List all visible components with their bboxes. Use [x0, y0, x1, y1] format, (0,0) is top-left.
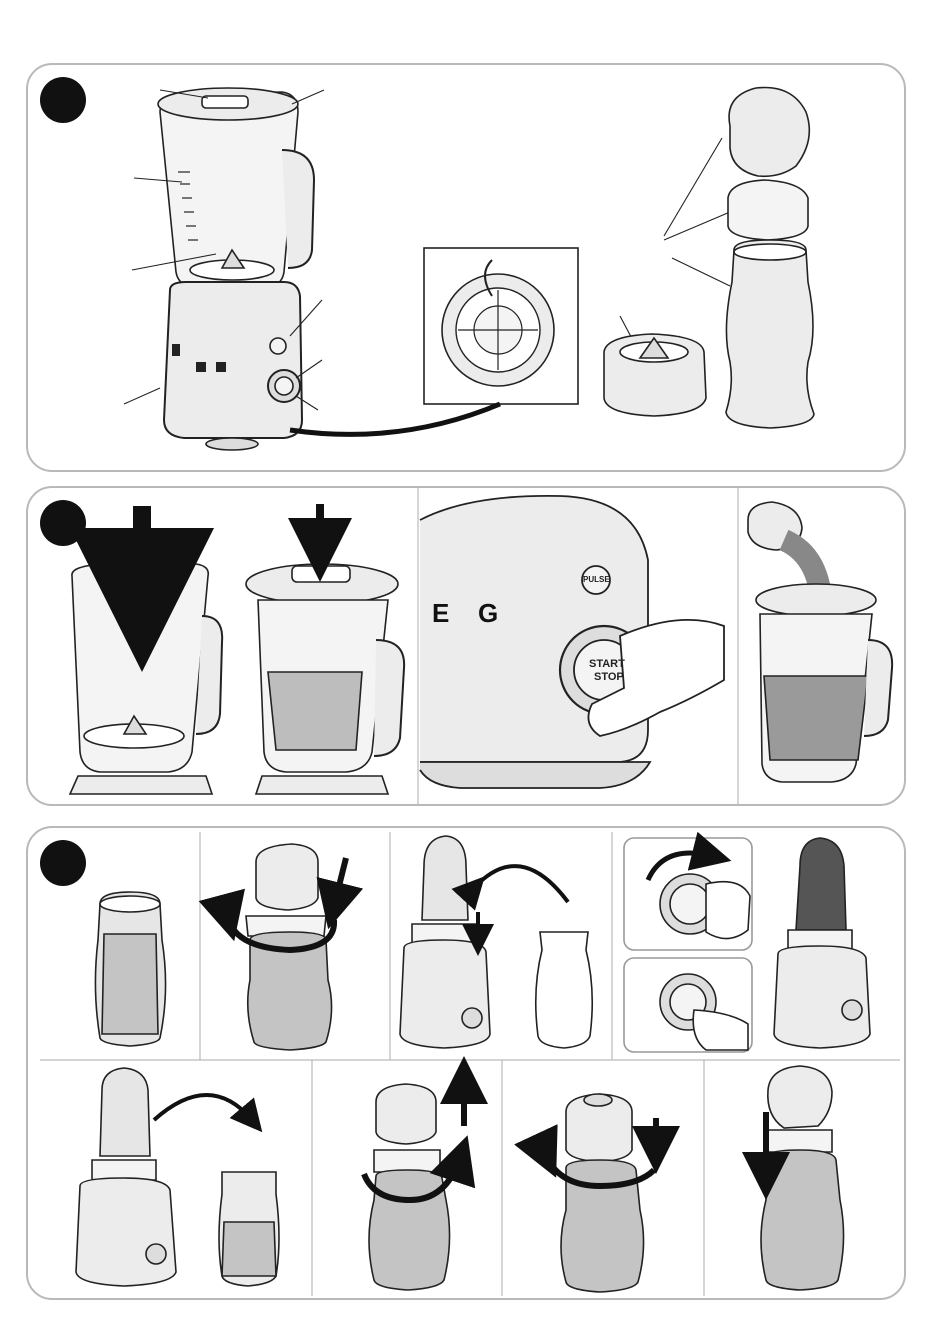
start-label: START	[589, 658, 625, 670]
unscrew-blade-illustration	[364, 1080, 464, 1290]
pouring-liquid-illustration	[748, 502, 892, 782]
bottle-cap	[729, 88, 809, 177]
blender-main-illustration	[158, 88, 314, 450]
knob-operation-illustration	[624, 838, 752, 1052]
down-arrow-icon	[334, 858, 346, 906]
hand-icon	[706, 882, 750, 939]
bottle-filled-illustration	[95, 892, 165, 1046]
mount-bottle-illustration	[400, 836, 592, 1048]
pulse-label: PULSE	[583, 575, 610, 584]
curved-arrow-icon	[474, 866, 568, 902]
base-underside-inset	[290, 248, 578, 434]
blender-base	[164, 282, 302, 438]
brand-letter-g: G	[478, 598, 498, 629]
curved-arrow-icon	[154, 1095, 252, 1120]
blender-handle	[282, 150, 314, 268]
jar-with-ingredients-illustration	[246, 504, 404, 794]
attach-lid-illustration	[546, 1094, 656, 1292]
remove-bottle-illustration	[76, 1068, 279, 1286]
attach-cap-illustration	[761, 1066, 844, 1290]
brand-letter-e: E	[432, 598, 449, 629]
bottle-body	[726, 240, 814, 428]
bottle-lid	[728, 180, 808, 240]
base-closeup-illustration	[420, 496, 724, 788]
attach-blade-illustration	[228, 844, 346, 1050]
personal-bottle-parts	[604, 88, 814, 429]
pulse-button	[270, 338, 286, 354]
stop-label: STOP	[594, 671, 624, 683]
jar-placing-illustration	[70, 506, 222, 794]
blending-in-bottle-illustration	[774, 838, 870, 1048]
